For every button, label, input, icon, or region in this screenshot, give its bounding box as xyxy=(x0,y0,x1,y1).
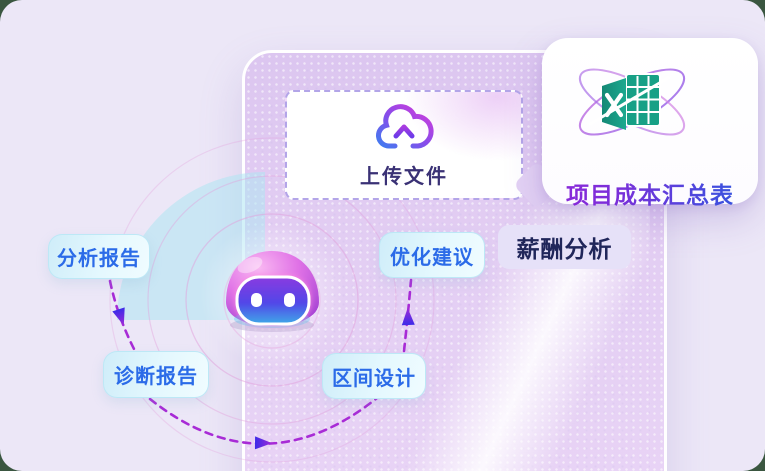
cloud-upload-icon xyxy=(376,103,434,150)
upload-label: 上传文件 xyxy=(360,165,448,188)
excel-spreadsheet-icon xyxy=(578,68,686,136)
upload-dropzone[interactable]: 上传文件 xyxy=(285,90,523,200)
tag-salary-analysis: 薪酬分析 xyxy=(498,225,631,269)
arrowhead-down-icon xyxy=(112,307,125,326)
chip-diagnosis-report: 诊断报告 xyxy=(103,351,209,398)
excel-file-title: 项目成本汇总表 xyxy=(542,176,758,210)
chip-optimization-advice: 优化建议 xyxy=(379,232,485,278)
chip-analysis-report: 分析报告 xyxy=(48,234,150,279)
chip-range-design: 区间设计 xyxy=(322,353,426,399)
excel-file-card: 项目成本汇总表 xyxy=(542,38,758,208)
flow-path-analysis-to-diagnosis xyxy=(108,279,136,351)
